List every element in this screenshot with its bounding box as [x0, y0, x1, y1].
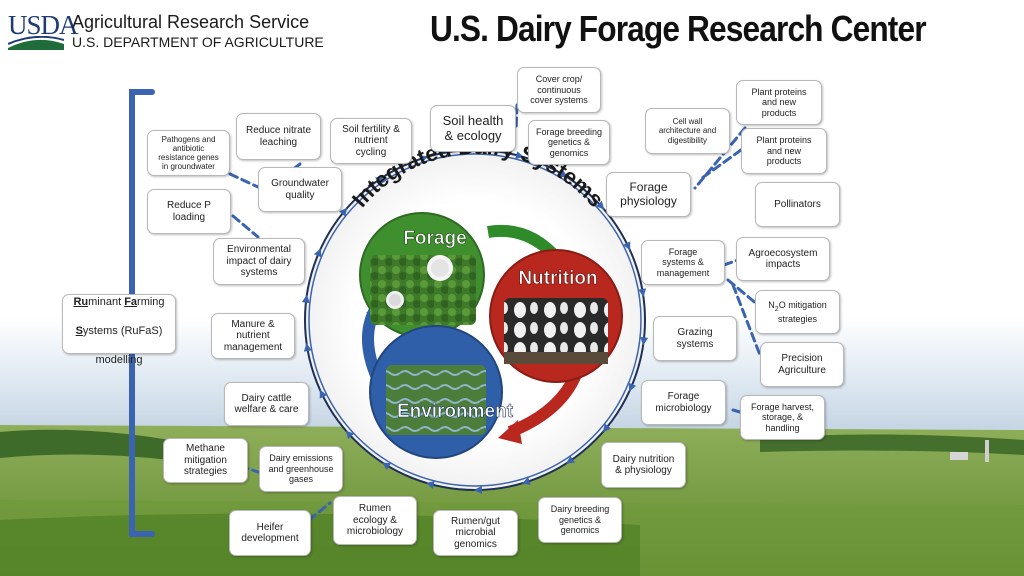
topic-forage-breeding: Forage breeding genetics & genomics: [528, 120, 610, 165]
ring-arrow-icon: [313, 248, 322, 258]
ring-arrow-icon: [638, 288, 647, 297]
topic-plant-proteins-2: Plant proteins and new products: [741, 128, 827, 174]
ring-arrow-icon: [382, 462, 392, 471]
rufas-modelling: modelling: [95, 353, 143, 366]
topic-pathogens: Pathogens and antibiotic resistance gene…: [147, 130, 230, 176]
ring-arrow-icon: [595, 200, 605, 210]
header: USDA Agricultural Research Service U.S. …: [0, 0, 1024, 60]
n2o-rest: O mitigation strategies: [777, 299, 827, 324]
n2o-n: N: [768, 299, 775, 310]
ring-arrow-icon: [301, 294, 310, 304]
rufas-minant: minant: [88, 296, 125, 309]
forage-label: Forage: [403, 228, 466, 249]
topic-forage-physiology: Forage physiology: [606, 172, 691, 217]
ring-arrow-icon: [419, 155, 429, 163]
topic-reduce-nitrate: Reduce nitrate leaching: [236, 113, 321, 160]
rufas-ystems: ystems (RuFaS): [82, 325, 163, 337]
agency-name: Agricultural Research Service: [72, 12, 310, 32]
topic-dairy-nutrition: Dairy nutrition & physiology: [601, 442, 686, 488]
rufas-label: Ruminant Farming Systems (RuFaS) modelli…: [73, 281, 164, 367]
ring-arrow-icon: [303, 343, 312, 352]
topic-env-impact: Environmental impact of dairy systems: [213, 238, 305, 285]
rufas-rming: rming: [137, 296, 165, 309]
topic-emissions: Dairy emissions and greenhouse gases: [259, 446, 343, 492]
ring-arrow-icon: [426, 481, 435, 489]
ring-arrow-icon: [628, 382, 637, 392]
ring-arrow-icon: [623, 241, 631, 251]
ring-arrow-icon: [602, 423, 611, 433]
topic-cover-crop: Cover crop/ continuous cover systems: [517, 67, 601, 113]
usda-logo-swoosh: [8, 36, 64, 50]
ring-arrow-icon: [339, 207, 348, 217]
topic-manure: Manure & nutrient management: [211, 313, 295, 359]
page-title: U.S. Dairy Forage Research Center: [430, 8, 927, 49]
topic-dairy-breeding: Dairy breeding genetics & genomics: [538, 497, 622, 543]
topic-heifer: Heifer development: [229, 510, 311, 556]
ring-arrow-icon: [640, 336, 649, 346]
topic-rumen-ecology: Rumen ecology & microbiology: [333, 496, 417, 545]
topic-grazing: Grazing systems: [653, 316, 737, 361]
ring-arrow-icon: [375, 176, 384, 185]
topic-pollinators: Pollinators: [755, 182, 840, 227]
topic-reduce-p: Reduce P loading: [147, 189, 231, 234]
ring-arrow-icon: [566, 455, 575, 464]
topic-forage-harvest: Forage harvest, storage, & handling: [740, 395, 825, 440]
topic-rumen-gut: Rumen/gut microbial genomics: [433, 510, 518, 556]
rufas-box: Ruminant Farming Systems (RuFaS) modelli…: [62, 294, 176, 366]
topic-cell-wall: Cell wall architecture and digestibility: [645, 108, 730, 154]
ring-arrow-icon: [345, 430, 355, 440]
rufas-ru: Ru: [73, 296, 89, 309]
topic-n2o: N2O mitigation strategies: [755, 290, 840, 334]
ring-arrow-icon: [473, 485, 482, 494]
nutrition-label: Nutrition: [518, 268, 597, 289]
ring-arrow-icon: [319, 389, 327, 399]
ring-arrow-icon: [515, 151, 524, 159]
topic-groundwater: Groundwater quality: [258, 167, 342, 212]
topic-plant-proteins-1: Plant proteins and new products: [736, 80, 822, 125]
ring-arrow-icon: [521, 477, 531, 485]
topic-soil-fertility: Soil fertility & nutrient cycling: [330, 118, 412, 164]
topic-cattle-welfare: Dairy cattle welfare & care: [224, 382, 309, 426]
topic-soil-health: Soil health & ecology: [430, 105, 516, 152]
n2o-label: N2O mitigation strategies: [768, 300, 826, 324]
usda-logo: USDA: [8, 10, 79, 40]
ring-arrow-icon: [558, 169, 568, 178]
topic-precision-agriculture: Precision Agriculture: [760, 342, 844, 387]
topic-methane: Methane mitigation strategies: [163, 438, 248, 483]
environment-label: Environment: [397, 401, 514, 422]
rufas-s: S: [75, 325, 83, 337]
department-name: U.S. DEPARTMENT OF AGRICULTURE: [72, 34, 324, 50]
n2o-sub: 2: [774, 305, 779, 313]
topic-forage-systems: Forage systems & management: [641, 240, 725, 285]
topic-agroecosystem: Agroecosystem impacts: [736, 237, 830, 281]
rufas-fa: Fa: [124, 296, 138, 309]
topic-forage-microbiology: Forage microbiology: [641, 380, 726, 425]
